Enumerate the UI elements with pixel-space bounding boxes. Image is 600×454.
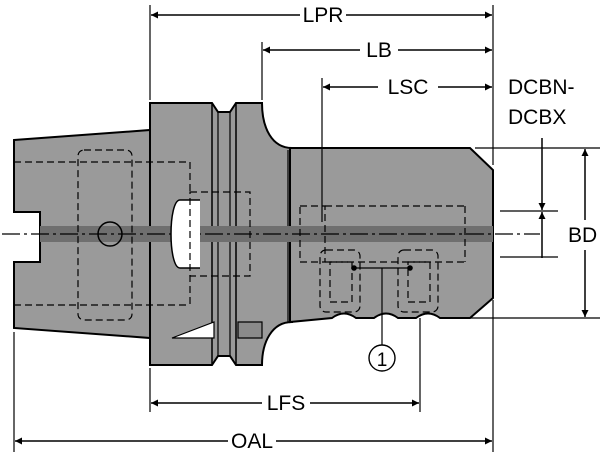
dimension-lines <box>15 11 589 445</box>
label-lfs: LFS <box>267 392 306 415</box>
label-bd: BD <box>568 224 597 247</box>
callout-circle <box>368 344 396 372</box>
label-dcbx: DCBX <box>508 106 566 129</box>
extension-lines <box>13 5 600 452</box>
label-dcbn: DCBN- <box>508 76 575 99</box>
label-lpr: LPR <box>303 4 344 27</box>
drive-hole <box>97 221 123 247</box>
hidden-features <box>14 149 466 321</box>
label-lsc: LSC <box>388 76 429 99</box>
callout-1: 1 <box>351 265 413 372</box>
callout-number: 1 <box>377 350 388 371</box>
label-lb: LB <box>366 39 392 62</box>
label-oal: OAL <box>231 430 273 453</box>
